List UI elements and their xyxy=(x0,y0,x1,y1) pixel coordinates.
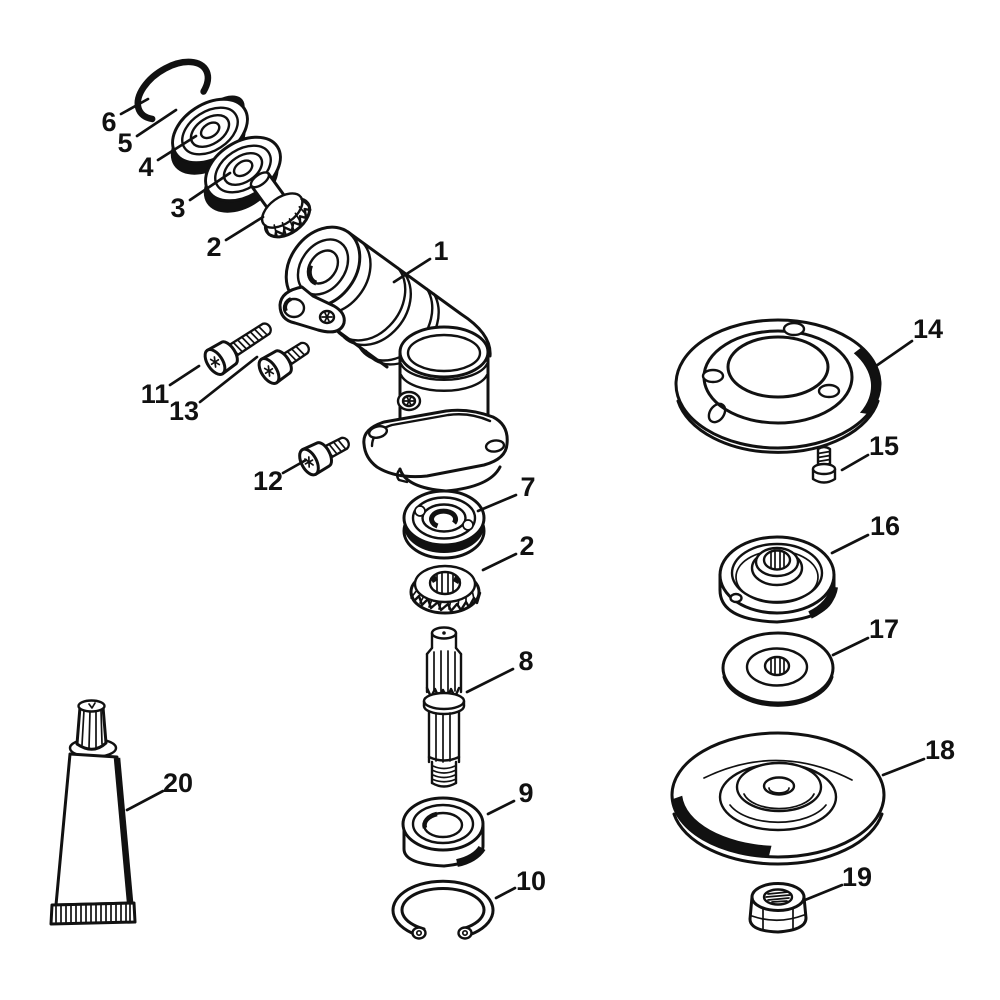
callout-3: 3 xyxy=(170,171,232,223)
callout-8: 8 xyxy=(465,646,534,694)
callout-20: 20 xyxy=(125,768,193,812)
callout-7-number: 7 xyxy=(520,472,535,502)
gear-shaft-drawing xyxy=(422,626,466,788)
callout-2-top: 2 xyxy=(206,215,265,262)
callout-18-number: 18 xyxy=(925,735,955,765)
callout-16-number: 16 xyxy=(870,511,900,541)
callout-2-bottom: 2 xyxy=(481,531,535,572)
screw-small-drawing xyxy=(811,445,837,484)
collar-nut-drawing xyxy=(748,882,808,934)
callout-10: 10 xyxy=(494,866,546,900)
rider-plate-drawing xyxy=(670,731,886,866)
callout-15: 15 xyxy=(840,431,899,472)
callout-12-number: 12 xyxy=(253,466,283,496)
callouts: 6 5 4 3 2 1 11 13 xyxy=(101,97,955,902)
callout-6-number: 6 xyxy=(101,107,116,137)
callout-19-number: 19 xyxy=(842,862,872,892)
callout-9-number: 9 xyxy=(518,778,533,808)
callout-20-number: 20 xyxy=(163,768,193,798)
driver-drum-drawing xyxy=(718,535,838,624)
callout-2-bottom-number: 2 xyxy=(519,531,534,561)
callout-8-number: 8 xyxy=(518,646,533,676)
ball-bearing-drawing xyxy=(402,489,486,560)
callout-5-number: 5 xyxy=(117,128,132,158)
callout-12: 12 xyxy=(253,458,308,496)
callout-11: 11 xyxy=(141,364,201,409)
screw-short-drawing xyxy=(257,341,310,385)
callout-10-number: 10 xyxy=(516,866,546,896)
callout-17-number: 17 xyxy=(869,614,899,644)
bevel-gear-drawing xyxy=(409,564,482,615)
callout-1: 1 xyxy=(392,236,449,284)
callout-14-number: 14 xyxy=(913,314,943,344)
callout-13-number: 13 xyxy=(169,396,199,426)
callout-1-number: 1 xyxy=(433,236,448,266)
screw-long-drawing xyxy=(203,322,272,376)
callout-11-number: 11 xyxy=(141,379,170,409)
callout-16: 16 xyxy=(830,511,900,555)
thrust-washer-drawing xyxy=(721,631,835,707)
callout-5: 5 xyxy=(117,108,178,158)
gear-head-housing-drawing xyxy=(278,225,509,493)
callout-7: 7 xyxy=(476,472,536,513)
callout-14: 14 xyxy=(874,314,943,368)
callout-15-number: 15 xyxy=(869,431,899,461)
retaining-ring-drawing xyxy=(391,879,495,940)
callout-13: 13 xyxy=(169,355,259,426)
callout-2-top-number: 2 xyxy=(206,232,221,262)
ball-bearing-bottom-drawing xyxy=(401,796,486,868)
callout-9: 9 xyxy=(486,778,534,816)
callout-4-number: 4 xyxy=(138,152,153,182)
snap-ring-large-drawing xyxy=(134,58,212,123)
bevel-pinion-drawing xyxy=(249,171,312,239)
callout-4: 4 xyxy=(138,134,198,182)
callout-17: 17 xyxy=(831,614,899,657)
cover-plate-drawing xyxy=(674,318,882,454)
grease-tube-drawing xyxy=(49,699,137,926)
callout-19: 19 xyxy=(803,862,872,902)
clamp-screw-drawing xyxy=(298,436,350,477)
callout-6: 6 xyxy=(101,97,150,137)
callout-3-number: 3 xyxy=(170,193,185,223)
callout-18: 18 xyxy=(881,735,955,777)
